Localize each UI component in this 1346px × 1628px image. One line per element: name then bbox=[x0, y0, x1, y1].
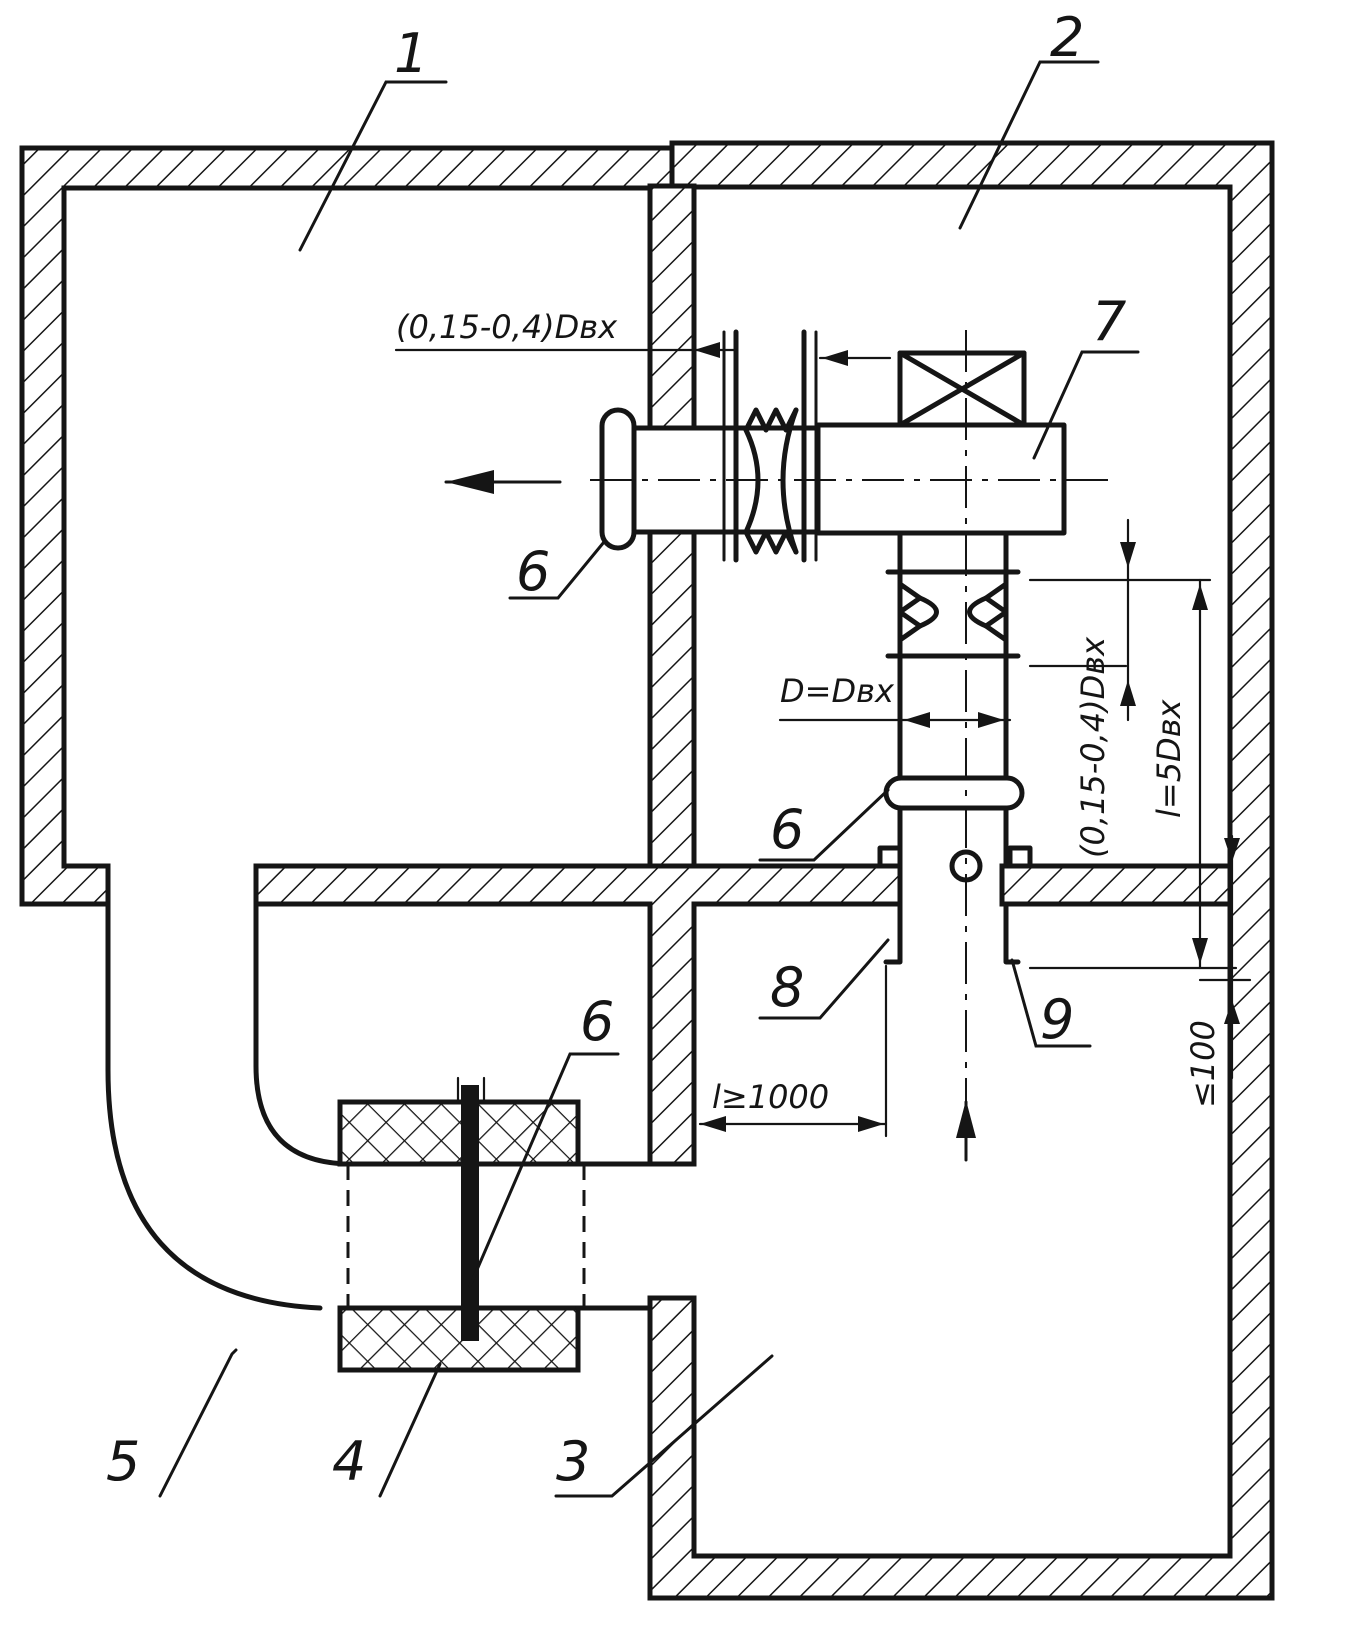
silencer-block bbox=[337, 1076, 653, 1373]
leader-lines bbox=[158, 60, 1140, 1498]
label-8: 8 bbox=[770, 956, 804, 1019]
inlet-duct bbox=[897, 530, 1009, 869]
label-6-top: 6 bbox=[516, 540, 550, 603]
label-1: 1 bbox=[394, 22, 428, 85]
label-4: 4 bbox=[332, 1430, 366, 1493]
center-lines bbox=[590, 330, 1108, 1116]
label-9: 9 bbox=[1040, 988, 1074, 1051]
dim-gap-horizontal: (0,15-0,4)Dвх bbox=[396, 308, 618, 346]
dimension-lines bbox=[394, 342, 1252, 1132]
dim-distance: l≥1000 bbox=[712, 1078, 829, 1116]
dim-length: l=5Dвх bbox=[1150, 698, 1188, 818]
wall-room2-top bbox=[647, 140, 1275, 1601]
label-2: 2 bbox=[1050, 6, 1084, 69]
building-walls bbox=[19, 140, 1275, 1601]
dimension-texts: (0,15-0,4)Dвх D=Dвх (0,15-0,4)Dвх l=5Dвх… bbox=[396, 308, 1222, 1116]
label-6-middle: 6 bbox=[770, 798, 804, 861]
dim-height: ≤100 bbox=[1184, 1020, 1222, 1108]
grille-vertical bbox=[883, 775, 1025, 811]
labels: 1 2 7 6 6 8 9 6 5 4 3 bbox=[106, 6, 1126, 1493]
dim-gap-vertical: (0,15-0,4)Dвх bbox=[1074, 636, 1112, 858]
label-5: 5 bbox=[106, 1430, 140, 1493]
room-outline bbox=[105, 901, 355, 1311]
label-7: 7 bbox=[1092, 290, 1126, 353]
silencer-plate bbox=[461, 1085, 479, 1341]
dim-diameter: D=Dвх bbox=[780, 672, 895, 710]
silencer-top bbox=[337, 1099, 581, 1167]
label-3: 3 bbox=[556, 1430, 590, 1493]
flexible-insert-vertical bbox=[885, 569, 1021, 659]
silencer-bottom bbox=[337, 1305, 581, 1373]
wall-room1-top bbox=[19, 145, 675, 907]
wall-floor-right bbox=[999, 863, 1233, 907]
label-6-bottom: 6 bbox=[580, 990, 614, 1053]
fan-assembly bbox=[599, 329, 1067, 1138]
wall-floor-left bbox=[253, 863, 903, 1167]
flow-arrows bbox=[444, 470, 976, 1162]
